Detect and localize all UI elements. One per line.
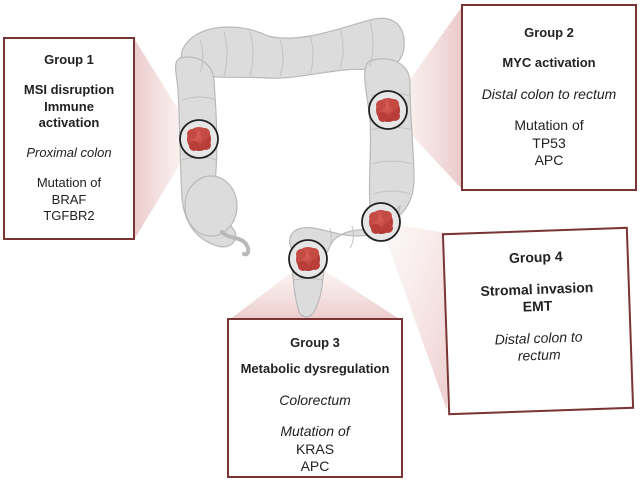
group-2-gene: APC	[534, 152, 564, 168]
group-2-mutation-label: Mutation of	[514, 117, 584, 133]
group-2-location: Distal colon to rectum	[481, 85, 617, 102]
group-1-pathway-line-3: activation	[38, 114, 100, 130]
callout-fan-group-1	[135, 40, 196, 238]
group-3-gene: KRAS	[295, 440, 335, 457]
group-1-mutation-label: Mutation of	[36, 175, 102, 191]
group-2-title: Group 2	[524, 25, 574, 40]
group-3-box: Group 3 Metabolic dysregulation Colorect…	[227, 318, 403, 478]
group-3-title: Group 3	[290, 335, 340, 350]
group-2-box: Group 2 MYC activation Distal colon to r…	[461, 4, 637, 191]
group-3-gene: APC	[300, 458, 330, 474]
group-4-box: Group 4 Stromal invasion EMT Distal colo…	[441, 226, 635, 416]
tumor-marker-group-3	[288, 239, 328, 279]
callout-fan-group-2	[388, 8, 461, 188]
group-1-location: Proximal colon	[26, 145, 112, 160]
group-2-gene: TP53	[532, 134, 566, 151]
group-1-pathway-line-2: Immune	[44, 98, 94, 114]
callout-fan-group-4	[380, 222, 447, 410]
tumor-marker-group-2	[368, 90, 408, 130]
appendix	[220, 230, 251, 257]
group-3-pathway: Metabolic dysregulation	[240, 361, 390, 377]
group-1-gene: BRAF	[51, 191, 87, 207]
group-2-pathway: MYC activation	[502, 55, 596, 71]
group-3-location: Colorectum	[279, 391, 351, 408]
tumor-marker-group-4	[361, 202, 401, 242]
group-1-box: Group 1 MSI disruption Immune activation…	[3, 37, 135, 240]
group-1-gene: TGFBR2	[43, 207, 95, 223]
group-3-mutation-label: Mutation of	[280, 423, 350, 439]
tumor-marker-group-1	[179, 119, 219, 159]
group-1-title: Group 1	[44, 52, 94, 67]
group-1-pathway-line-1: MSI disruption	[23, 82, 115, 98]
